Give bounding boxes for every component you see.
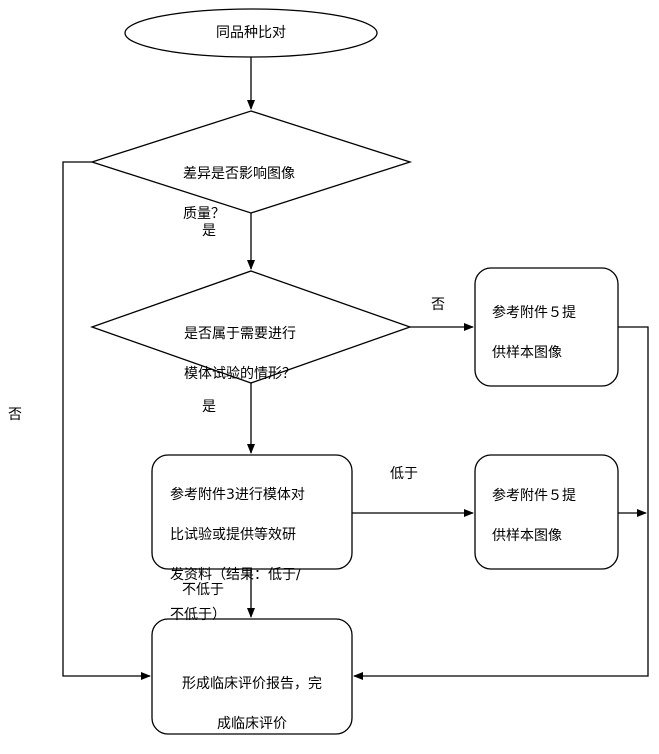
- edge-label-not-lower: 不低于: [182, 582, 224, 598]
- end-box-line-1: 形成临床评价报告，完: [182, 676, 322, 692]
- ref5-box-b: [474, 454, 619, 570]
- ref3-box-line-1: 参考附件3进行模体对: [170, 487, 305, 503]
- ref5-box-b-label: 参考附件５提 供样本图像: [492, 466, 612, 566]
- edge-label-yes-2: 是: [202, 399, 216, 415]
- end-box-line-2: 成临床评价: [217, 716, 287, 732]
- edge-label-no-left: 否: [8, 407, 22, 423]
- ref5-box-b-line-2: 供样本图像: [492, 528, 562, 544]
- edge-label-no-right: 否: [431, 297, 445, 313]
- ref3-box-line-2: 比试验或提供等效研: [170, 527, 296, 543]
- edge-ref5a-end: [353, 326, 649, 680]
- edge-label-lower: 低于: [390, 466, 418, 482]
- ref5-box-b-line-1: 参考附件５提: [492, 488, 576, 504]
- decision-1-line-1: 差异是否影响图像: [183, 166, 295, 182]
- decision-1-label: 差异是否影响图像 质量？: [183, 144, 333, 244]
- start-label: 同品种比对: [216, 25, 286, 41]
- edge-label-yes-1: 是: [202, 223, 216, 239]
- ref5-box-a-label: 参考附件５提 供样本图像: [492, 283, 612, 383]
- decision-1-line-2: 质量？: [183, 206, 225, 222]
- ref3-box-line-3: 发资料（结果：低于/: [170, 567, 301, 583]
- ref3-box: [151, 454, 353, 570]
- ref3-box-label: 参考附件3进行模体对 比试验或提供等效研 发资料（结果：低于/ 不低于）: [170, 465, 348, 645]
- ref5-box-a-line-2: 供样本图像: [492, 345, 562, 361]
- decision-2-label: 是否属于需要进行 模体试验的情形？: [184, 304, 334, 404]
- end-box: [151, 618, 353, 735]
- ref5-box-a-line-1: 参考附件５提: [492, 305, 576, 321]
- end-box-label: 形成临床评价报告，完 成临床评价: [158, 654, 346, 754]
- decision-2-line-2: 模体试验的情形？: [184, 366, 296, 382]
- decision-2-line-1: 是否属于需要进行: [184, 326, 296, 342]
- edge-d1-no-end: [62, 161, 151, 680]
- ref3-box-line-4: 不低于）: [170, 607, 226, 623]
